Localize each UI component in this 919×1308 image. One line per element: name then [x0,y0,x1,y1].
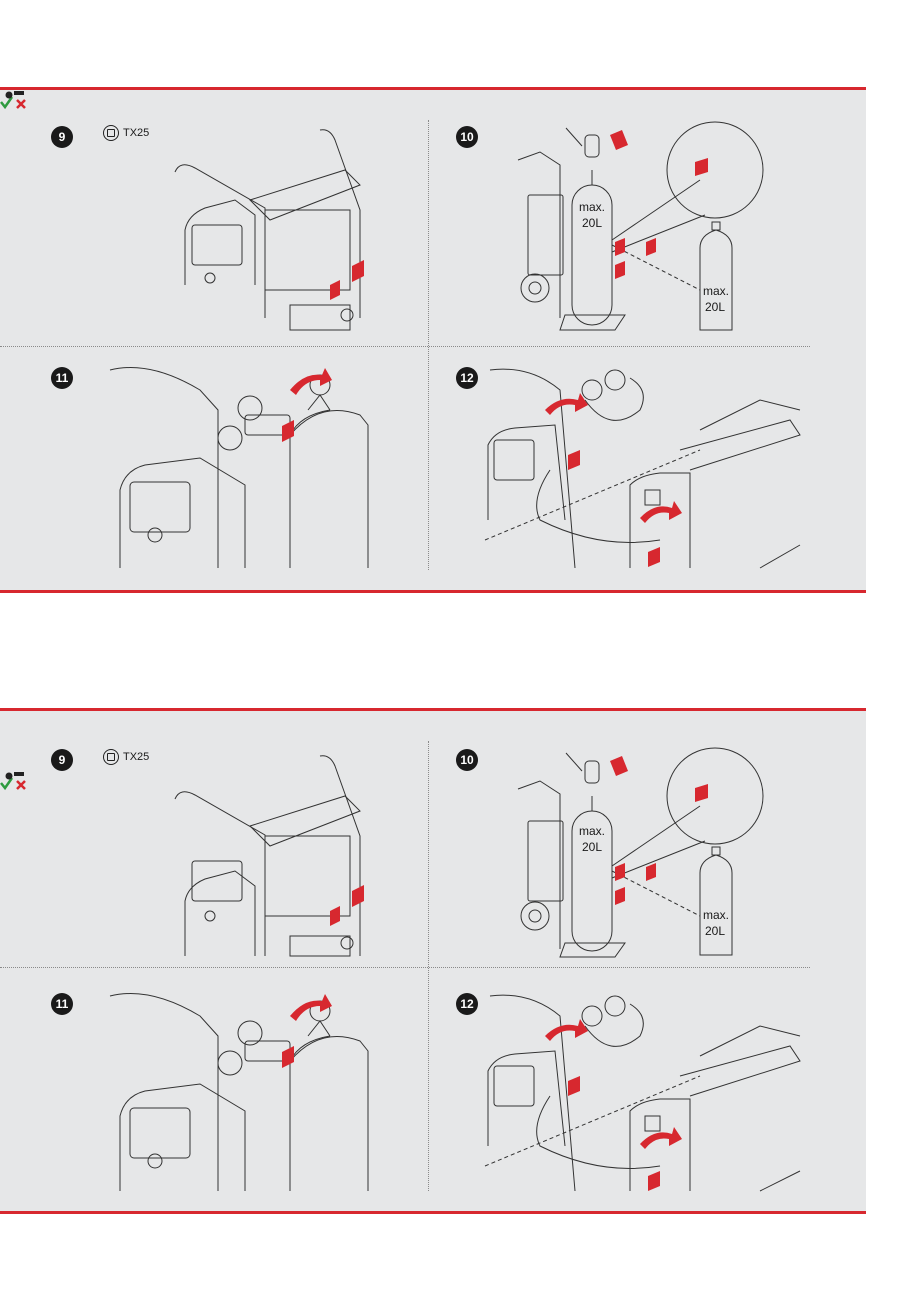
red-arrows-9 [330,260,364,300]
rear-unit-12 [629,472,691,568]
gas-cylinder-11 [289,410,369,568]
step-11-badge: 11 [51,367,73,389]
step-9-badge: 9 [51,749,73,771]
small-cylinder-capacity-line2: 20L [705,300,725,314]
red-arrows-11 [282,368,332,442]
assembly-line-drawings: max. 20L max. 20L [109,121,801,569]
tool-label: TX25 [123,127,150,139]
tool-requirement: TX25 [103,749,149,765]
torx-bit-icon [103,749,119,765]
step-9-badge: 9 [51,126,73,148]
step-12-badge: 12 [456,993,478,1015]
hose-12 [536,469,661,543]
small-cylinder-capacity-line2: 20L [705,924,725,938]
cylinder-capacity-line1: max. [579,200,605,214]
cylinder-capacity-line2: 20L [582,840,602,854]
cylinder-capacity-line2: 20L [582,216,602,230]
small-cylinder-10 [699,229,733,331]
vertical-divider [428,741,429,1191]
tool-label: TX25 [123,751,150,763]
welder-panel-9 [191,224,243,266]
step-12-badge: 12 [456,367,478,389]
small-cylinder-capacity-line1: max. [703,908,729,922]
zoom-wedge [611,179,706,253]
torx-bit-icon [103,125,119,141]
pressure-gauge-12 [581,379,603,401]
vertical-divider [428,120,429,570]
red-arrows-10 [610,130,708,279]
correct-incorrect-screw-icon [0,772,26,791]
step-11-badge: 11 [51,993,73,1015]
trolley-wheel-10 [520,273,550,303]
welder-housing-11 [119,457,246,568]
strap-detail-zoom [666,121,764,219]
pressure-gauge-1 [237,395,263,421]
instruction-panel-1: 9 TX25 10 11 12 [0,87,866,593]
correct-incorrect-screw-icon [0,91,26,110]
instruction-panel-2: 9 TX25 10 11 12 [0,708,866,1214]
pressure-gauge-2 [217,425,243,451]
red-arrows-12 [545,393,682,567]
tool-requirement: TX25 [103,125,149,141]
trolley-handle-9 [174,164,266,318]
welder-housing-12 [487,424,566,521]
welder-housing-9 [184,199,256,285]
cylinder-capacity-line1: max. [579,824,605,838]
assembly-line-drawings: max. 20L max. 20L [109,747,801,1192]
horizontal-divider [0,346,810,347]
step-10-badge: 10 [456,126,478,148]
welder-side-10 [527,194,564,276]
small-cylinder-capacity-line1: max. [703,284,729,298]
step-10-badge: 10 [456,749,478,771]
horizontal-divider [0,967,810,968]
mounting-plate-9 [264,209,351,291]
